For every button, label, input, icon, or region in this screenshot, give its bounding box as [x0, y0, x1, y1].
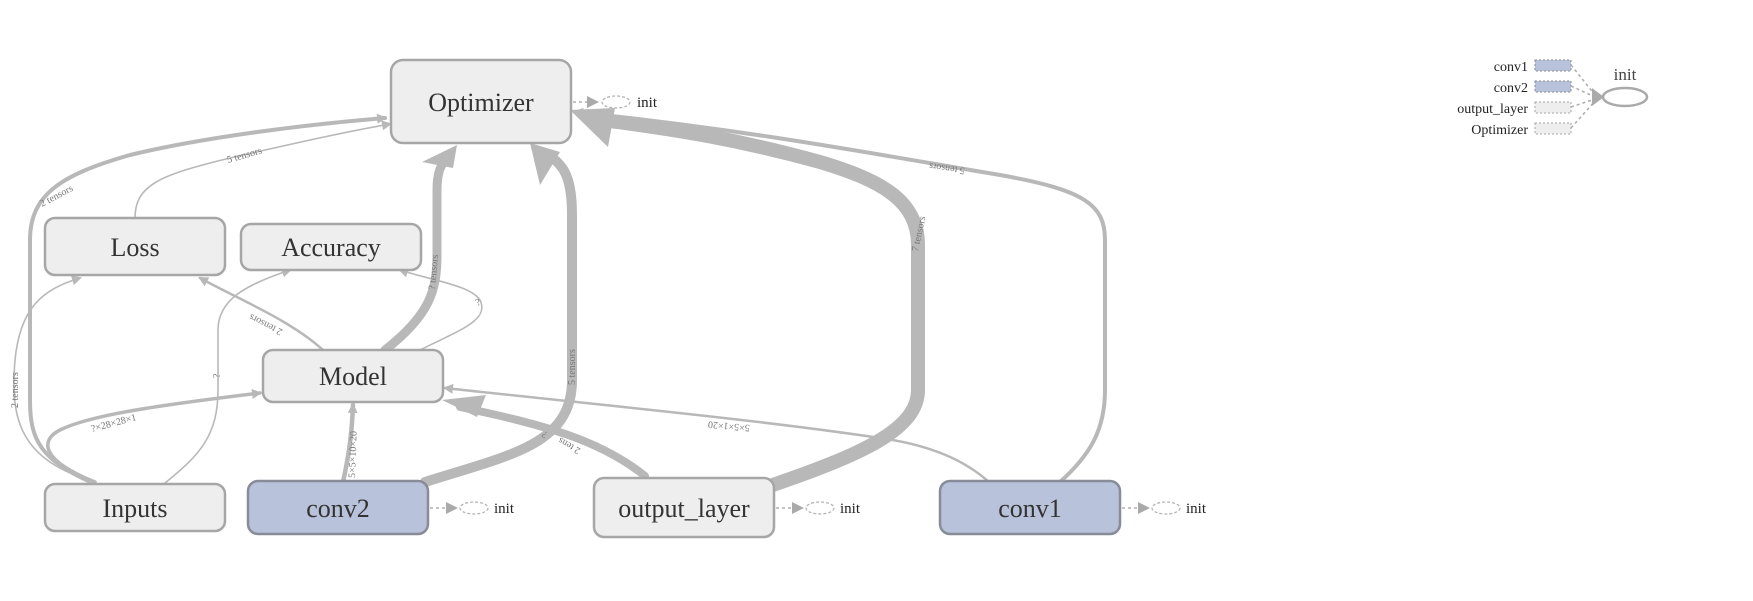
init-stub-output-layer-ellipse	[805, 501, 835, 515]
arrowhead-output-layer-optimizer	[570, 108, 615, 147]
init-stub-optimizer-label: init	[637, 95, 658, 111]
node-inputs[interactable]: Inputs	[43, 482, 227, 533]
edge-conv2-model[interactable]	[340, 402, 358, 485]
arrowhead-conv2-optimizer	[530, 143, 560, 185]
edge-label-conv1-model: 5×5×1×20	[708, 418, 751, 433]
edge-label-model-accuracy: ?	[474, 297, 482, 309]
edge-label-inputs-loss: 2 tensors	[10, 372, 21, 408]
node-conv1[interactable]: conv1	[938, 479, 1122, 536]
node-loss-label: Loss	[110, 233, 159, 262]
edge-inputs-optimizer[interactable]	[28, 113, 387, 486]
legend-edge-conv2	[1570, 85, 1596, 98]
legend-item-conv1-swatch	[1534, 59, 1572, 72]
legend-edge-conv1	[1570, 64, 1596, 96]
init-legend: conv1 conv2 output_layer Optimizer init	[1457, 59, 1649, 138]
legend-item-conv2-label: conv2	[1494, 81, 1528, 96]
edge-loss-optimizer[interactable]	[134, 120, 392, 219]
node-conv2-label: conv2	[306, 494, 370, 523]
node-inputs-label: Inputs	[103, 494, 168, 523]
arrowhead-output-layer-model	[442, 395, 486, 417]
init-stub-output-layer[interactable]: init	[776, 501, 861, 517]
node-accuracy[interactable]: Accuracy	[239, 222, 423, 272]
node-loss[interactable]: Loss	[43, 216, 227, 277]
edge-label-conv2-model: 5×5×10×20	[347, 431, 360, 478]
edges	[13, 107, 1107, 493]
legend-arrowhead	[1592, 88, 1604, 106]
legend-init-title: init	[1614, 65, 1637, 84]
edge-output-layer-optimizer[interactable]	[595, 113, 925, 493]
edge-model-optimizer[interactable]	[380, 155, 451, 355]
node-output-layer-label: output_layer	[618, 494, 750, 523]
init-stub-conv2[interactable]: init	[430, 501, 515, 517]
init-stub-conv2-ellipse	[459, 501, 489, 515]
node-output-layer[interactable]: output_layer	[592, 476, 776, 539]
edge-label-model-optimizer: ? tensors	[427, 254, 441, 290]
edge-labels: 2 tensors 5 tensors 5 tensors 7 tensors …	[10, 145, 965, 478]
node-conv1-label: conv1	[998, 494, 1062, 523]
arrowhead-model-optimizer	[422, 145, 457, 168]
legend-item-conv2-swatch	[1534, 80, 1572, 93]
edge-label-output-layer-model-dims: ?	[540, 428, 550, 440]
init-stub-output-layer-label: init	[840, 501, 861, 517]
legend-item-optimizer-label: Optimizer	[1471, 123, 1528, 138]
edge-conv2-optimizer[interactable]	[420, 150, 577, 487]
edge-model-accuracy[interactable]	[398, 267, 483, 351]
legend-item-output-layer-label: output_layer	[1457, 102, 1528, 117]
legend-edge-optimizer	[1570, 100, 1596, 129]
init-stub-optimizer-ellipse	[601, 95, 631, 109]
node-optimizer-label: Optimizer	[428, 88, 534, 117]
edge-output-layer-model[interactable]	[456, 403, 649, 480]
init-stub-conv1[interactable]: init	[1122, 501, 1207, 517]
edge-conv1-optimizer[interactable]	[573, 107, 1107, 484]
init-stub-conv2-label: init	[494, 501, 515, 517]
node-optimizer[interactable]: Optimizer	[389, 58, 573, 145]
legend-edge-output-layer	[1570, 98, 1596, 108]
init-stub-conv1-ellipse	[1151, 501, 1181, 515]
edge-label-conv1-optimizer: 5 tensors	[928, 160, 965, 176]
init-stub-optimizer[interactable]: init	[573, 95, 658, 111]
edge-conv1-model[interactable]	[443, 383, 992, 485]
legend-item-output-layer-swatch	[1534, 101, 1572, 114]
node-conv2[interactable]: conv2	[246, 479, 430, 536]
legend-item-optimizer-swatch	[1534, 122, 1572, 135]
edge-label-conv2-optimizer: 5 tensors	[567, 349, 578, 385]
edge-model-loss[interactable]	[198, 276, 325, 352]
legend-init-node	[1601, 86, 1649, 108]
edge-inputs-accuracy[interactable]	[164, 267, 292, 484]
edge-inputs-loss[interactable]	[13, 275, 96, 483]
edge-label-inputs-accuracy: ?	[212, 373, 223, 378]
edge-label-model-loss: 2 tensors	[247, 311, 284, 337]
node-model-label: Model	[319, 362, 387, 391]
node-accuracy-label: Accuracy	[281, 233, 381, 262]
node-model[interactable]: Model	[261, 348, 445, 404]
edge-label-loss-optimizer: 5 tensors	[226, 145, 264, 165]
init-stub-conv1-label: init	[1186, 501, 1207, 517]
edge-inputs-model[interactable]	[46, 388, 262, 484]
legend-item-conv1-label: conv1	[1494, 60, 1528, 75]
